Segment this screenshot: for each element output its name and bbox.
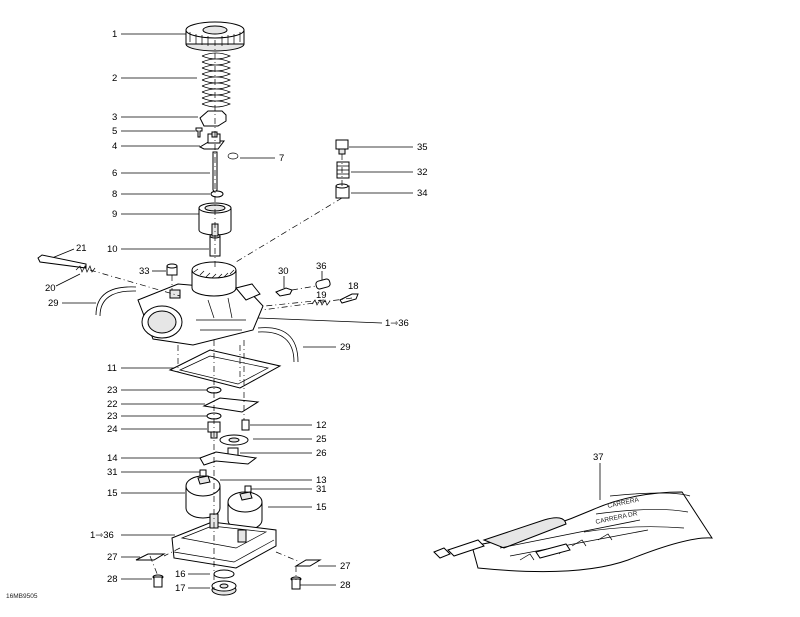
- callout-33: 33: [139, 266, 150, 277]
- callout-15-right: 15: [316, 502, 327, 513]
- callout-16: 16: [175, 569, 186, 580]
- callout-29-left: 29: [48, 298, 59, 309]
- callout-31-left: 31: [107, 467, 118, 478]
- callout-labels: 1 2 3 5 4 7 6 8 9 10 21 33 20 29 30 36 1…: [6, 29, 604, 600]
- part-plug-cap: [166, 263, 178, 276]
- part-washer-25: [219, 434, 249, 446]
- callout-2: 2: [112, 73, 117, 84]
- callout-1-to-36-bottom: 1⇾36: [90, 530, 114, 541]
- part-cap: [185, 21, 245, 52]
- callout-17: 17: [175, 583, 186, 594]
- callout-34: 34: [417, 188, 428, 199]
- part-clip-27-right: [294, 559, 322, 567]
- callout-20: 20: [45, 283, 56, 294]
- part-small-screw: [195, 127, 203, 138]
- callout-3: 3: [112, 112, 117, 123]
- callout-22: 22: [107, 399, 118, 410]
- part-fitting-35: [335, 139, 349, 155]
- callout-32: 32: [417, 167, 428, 178]
- callout-12: 12: [316, 420, 327, 431]
- part-float-right: [227, 491, 263, 531]
- part-o-ring-16: [213, 569, 235, 579]
- callout-28-right: 28: [340, 580, 351, 591]
- callout-1-to-36-top: 1⇾36: [385, 318, 409, 329]
- part-vent-hose-right: [257, 327, 299, 363]
- callout-36: 36: [316, 261, 327, 272]
- callout-13: 13: [316, 475, 327, 486]
- part-carburetor-body: [137, 261, 264, 346]
- callout-5: 5: [112, 126, 117, 137]
- part-tool-kit: CARRERA CARRERA DR: [433, 491, 713, 573]
- callout-6: 6: [112, 168, 117, 179]
- part-vent-hose-left: [95, 286, 137, 316]
- callout-21: 21: [76, 243, 87, 254]
- callout-8: 8: [112, 189, 117, 200]
- callout-14: 14: [107, 453, 118, 464]
- callout-15-left: 15: [107, 488, 118, 499]
- callout-31-right: 31: [316, 484, 327, 495]
- callout-35: 35: [417, 142, 428, 153]
- callout-19: 19: [316, 290, 327, 301]
- part-jet-12: [241, 419, 250, 431]
- part-needle-jet: [209, 223, 221, 257]
- callout-1: 1: [112, 29, 117, 40]
- callout-7: 7: [279, 153, 284, 164]
- part-drain-plug: [211, 580, 237, 596]
- part-float-arm: [199, 451, 258, 466]
- part-washer: [210, 190, 224, 198]
- part-clip: [227, 152, 239, 160]
- callout-25: 25: [316, 434, 327, 445]
- callout-23-top: 23: [107, 385, 118, 396]
- callout-27-left: 27: [107, 552, 118, 563]
- callout-10: 10: [107, 244, 118, 255]
- part-spring: [201, 52, 231, 108]
- callout-28-left: 28: [107, 574, 118, 585]
- callout-24: 24: [107, 424, 118, 435]
- part-screw-28-right: [290, 576, 302, 590]
- part-float-bowl-gasket: [168, 349, 282, 389]
- callout-30: 30: [278, 266, 289, 277]
- part-idle-screw: [37, 254, 87, 269]
- diagram-reference-code: 16MB9505: [6, 593, 38, 600]
- part-plate-22: [202, 397, 260, 413]
- callout-4: 4: [112, 141, 117, 152]
- callout-29-right: 29: [340, 342, 351, 353]
- part-float-left: [185, 475, 221, 519]
- callout-18: 18: [348, 281, 359, 292]
- part-fitting-34: [335, 183, 350, 199]
- callout-23-bottom: 23: [107, 411, 118, 422]
- part-plug-36: [315, 278, 331, 290]
- callout-9: 9: [112, 209, 117, 220]
- assembly-lines: [89, 40, 353, 590]
- part-plate: [199, 110, 227, 127]
- callout-11: 11: [107, 363, 117, 374]
- callout-27-right: 27: [340, 561, 351, 572]
- part-clip-27-left: [135, 553, 166, 561]
- parts: CARRERA CARRERA DR: [37, 21, 713, 596]
- callout-26: 26: [316, 448, 327, 459]
- part-needle-retainer: [198, 131, 225, 150]
- part-spring-19: [311, 299, 331, 306]
- part-spring-32: [336, 161, 350, 179]
- part-throttle-slide: [198, 202, 232, 236]
- part-screw-28-left: [152, 574, 164, 588]
- callout-37: 37: [593, 452, 604, 463]
- part-screw-30: [275, 287, 293, 297]
- part-idle-spring: [75, 265, 96, 273]
